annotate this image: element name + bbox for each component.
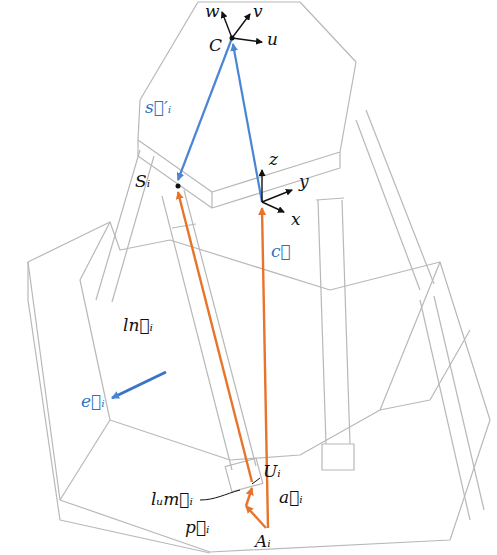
vector-label: p⃗ᵢ bbox=[184, 518, 211, 537]
vector-label: v bbox=[252, 2, 264, 21]
vector-label: C bbox=[208, 36, 223, 55]
vector-label: a⃗ᵢ bbox=[278, 488, 304, 507]
vector-label: e⃗ᵢ bbox=[80, 392, 106, 411]
vector-label: w bbox=[204, 2, 221, 21]
vector-label: u bbox=[266, 30, 279, 49]
vector-label: y bbox=[298, 172, 310, 191]
vector-label: Uᵢ bbox=[262, 462, 282, 481]
vector-label: c⃗ bbox=[270, 242, 292, 261]
vector-label: Sᵢ bbox=[134, 172, 151, 191]
vector-label: x bbox=[290, 210, 302, 229]
vector-label: z bbox=[268, 150, 279, 169]
vector-label: Aᵢ bbox=[254, 532, 272, 551]
vector-label: ln⃗ᵢ bbox=[122, 316, 154, 335]
vector-label: lᵤm⃗ᵢ bbox=[150, 490, 194, 509]
vector-label: s⃗′ᵢ bbox=[144, 98, 172, 117]
